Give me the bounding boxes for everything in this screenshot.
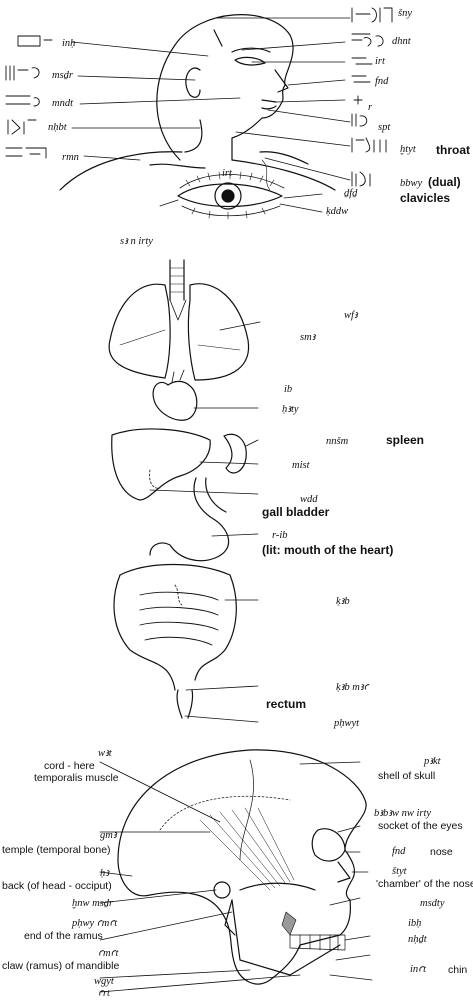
label-shell-of-skull: shell of skull [378,770,436,782]
label-dual: (dual) [428,175,461,189]
label-bbaw: bꜣbꜣw nw irty [374,808,432,819]
label-nhbt: nḥbt [48,122,67,133]
label-mndt: mndt [52,98,73,109]
skull-leader-lines [99,761,373,993]
hieroglyph-group [351,57,373,65]
label-phwy-amat: pḥwy ꜥmꜥt [72,918,118,929]
label-nnsm: nnšm [326,436,349,447]
organs-leader-lines [149,321,261,723]
label-wgyt: wgyt [94,976,114,987]
label-temple: temple (temporal bone) [2,844,111,856]
label-amat: ꜥmꜥt [98,948,119,959]
label-skull-fnd: fnd [392,846,406,857]
label-pakt: pꜣkt [424,756,441,767]
hieroglyph-group [5,95,40,107]
hieroglyph-group [351,33,384,47]
hieroglyph-group [17,35,53,47]
label-gall-bladder: gall bladder [262,505,330,519]
label-ib: ib [284,384,293,395]
hieroglyph-group [351,113,368,127]
label-haty: ḥꜣty [282,404,299,415]
label-spt: spt [378,122,391,133]
label-dfd: ḏfḏ [344,188,358,199]
label-cord: cord - here [44,760,95,772]
label-hnw-msdr: ḫnw msḏr [72,898,114,909]
label-msdty: msdty [420,898,445,909]
label-socket-of-eyes: socket of the eyes [378,820,463,832]
label-irt: irt [375,56,385,67]
label-mist: mist [292,460,310,471]
label-rmn: rmn [62,152,79,163]
hieroglyph-group [7,119,37,135]
label-htyt: ḫtyt [400,144,416,155]
head-drawing [59,14,336,191]
label-kddw: ḳddw [326,206,349,217]
label-sny: šny [398,8,412,19]
label-chin: chin [448,964,468,976]
hieroglyph-groups [5,7,393,187]
label-end-of-ramus: end of the ramus [24,930,103,942]
label-kab: ḳꜣb [336,596,350,607]
label-inat: inꜥt [410,964,427,975]
label-wat: wꜣt [98,748,112,759]
hieroglyph-group [351,75,371,83]
label-nose: nose [430,846,453,858]
hieroglyph-group [351,137,387,153]
label-inh: inḥ [62,38,76,49]
head-leader-lines [71,17,351,181]
label-eye-irt: irt [222,168,232,179]
label-r: r [368,102,373,113]
hieroglyph-group [351,7,393,23]
label-phwyt: pḥwyt [334,718,360,729]
label-nhdt: nḥḏt [408,934,427,945]
label-throat: throat [436,143,470,157]
skull-drawing [117,749,367,985]
label-styt: štyt [392,866,407,877]
label-sa-n-irty: sꜣ n irty [120,236,153,247]
label-temporalis: temporalis muscle [34,772,119,784]
label-spleen: spleen [386,433,425,447]
label-clavicles: clavicles [400,191,451,205]
hieroglyph-group [351,171,371,187]
label-kab-ma: ḳꜣb mꜣꜥ [336,682,369,693]
label-ha: ḥꜣ [100,868,109,879]
label-msdr: msḏr [52,70,74,81]
label-gma: gmꜣ [100,830,117,841]
label-mouth-of-heart: (lit: mouth of the heart) [262,543,394,557]
eye-leader-lines [159,193,323,213]
eye-drawing [177,159,285,220]
label-wfa: wfꜣ [344,310,358,321]
label-chamber-of-nose: 'chamber' of the nose [376,878,473,890]
label-back-of-head: back (of head - occiput) [2,880,112,892]
label-dhnt: dhnt [392,36,411,47]
label-wdd: wdd [300,494,318,505]
label-sma: smꜣ [300,332,316,343]
label-ibh: ibḥ [408,918,422,929]
label-art: ꜥrt [98,988,110,999]
hieroglyph-group [5,147,47,159]
label-fnd: fnd [375,76,389,87]
label-bbwy: bbwy [400,178,423,189]
label-claw-of-mandible: claw (ramus) of mandible [2,960,120,972]
organs-drawing [108,259,250,719]
hieroglyph-group [353,95,363,105]
label-r-ib: r-ib [272,530,288,541]
label-rectum: rectum [266,697,307,711]
hieroglyph-group [5,65,40,81]
